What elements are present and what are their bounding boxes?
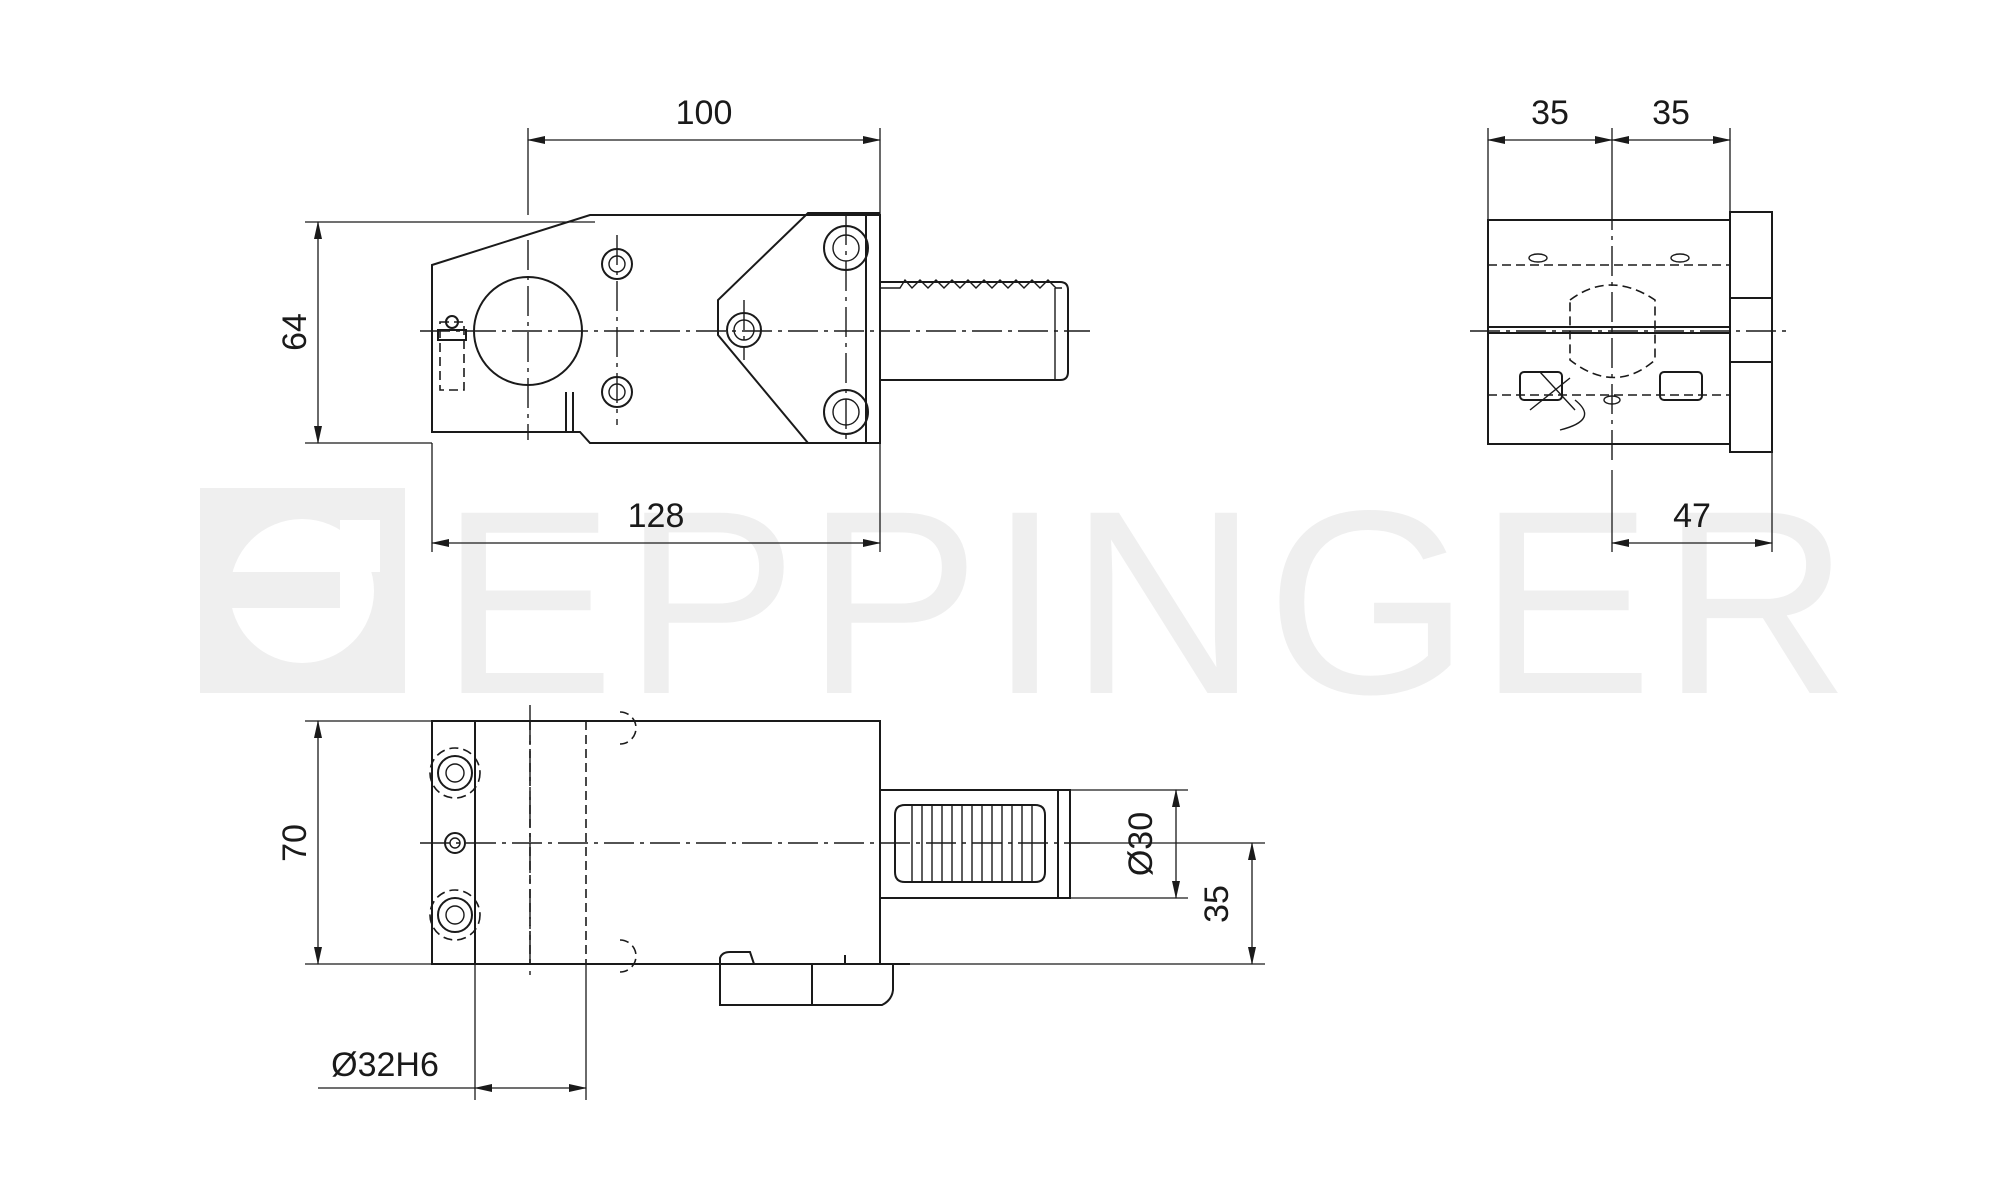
front-body-outline [431, 214, 881, 444]
front-view: 100 128 64 [276, 94, 1090, 552]
front-clamp-plate [717, 212, 880, 444]
side-bore-hidden [1569, 284, 1656, 379]
side-view: 35 35 47 [1470, 94, 1790, 552]
brand-watermark-text: EPPINGER [440, 456, 1858, 749]
side-flange [1729, 211, 1773, 453]
dim-label-side-right: 35 [1652, 94, 1690, 132]
dim-label-front-width-bottom: 128 [628, 497, 685, 535]
dim-label-shank-diameter: Ø30 [1122, 812, 1160, 876]
dim-label-shank-center-height: 35 [1198, 885, 1236, 923]
lock-screw [439, 321, 465, 391]
eppinger-logo-icon [200, 488, 405, 693]
dim-label-side-left: 35 [1531, 94, 1569, 132]
eppinger-watermark: EPPINGER [200, 456, 1858, 749]
dim-label-front-height: 64 [276, 313, 314, 351]
side-jaw [1519, 371, 1563, 401]
top-jaw [719, 964, 894, 1006]
dim-label-bore-diameter: Ø32H6 [331, 1046, 439, 1084]
dim-label-front-width-top: 100 [676, 94, 733, 132]
top-shank [879, 789, 1071, 899]
dim-label-side-depth: 47 [1673, 497, 1711, 535]
top-view: 70 Ø30 35 Ø32H6 [276, 705, 1265, 1100]
side-jaw [1659, 371, 1703, 401]
top-bolt [437, 897, 473, 933]
dim-label-top-height: 70 [276, 824, 314, 862]
top-bolt [437, 755, 473, 791]
